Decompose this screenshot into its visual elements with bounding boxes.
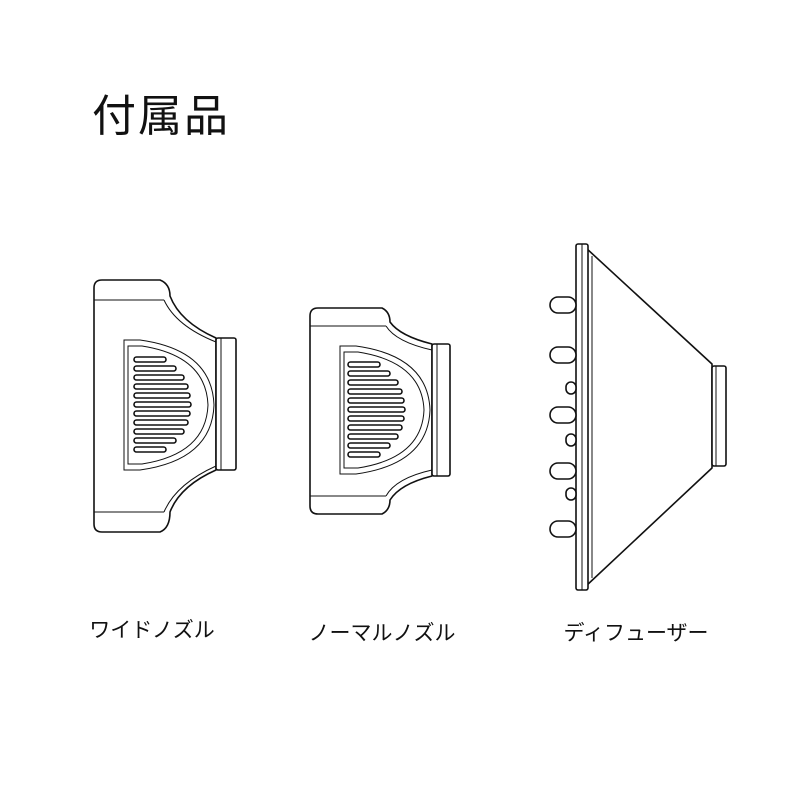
- wide-nozzle-label: ワイドノズル: [89, 618, 215, 642]
- normal-nozzle-grille: [347, 361, 406, 458]
- diffuser-label: ディフューザー: [563, 621, 709, 645]
- diffuser-prongs: [549, 296, 577, 538]
- normal-nozzle-label: ノーマルノズル: [308, 621, 456, 645]
- wide-nozzle-grille: [133, 356, 192, 453]
- page-title: 付属品: [92, 91, 230, 142]
